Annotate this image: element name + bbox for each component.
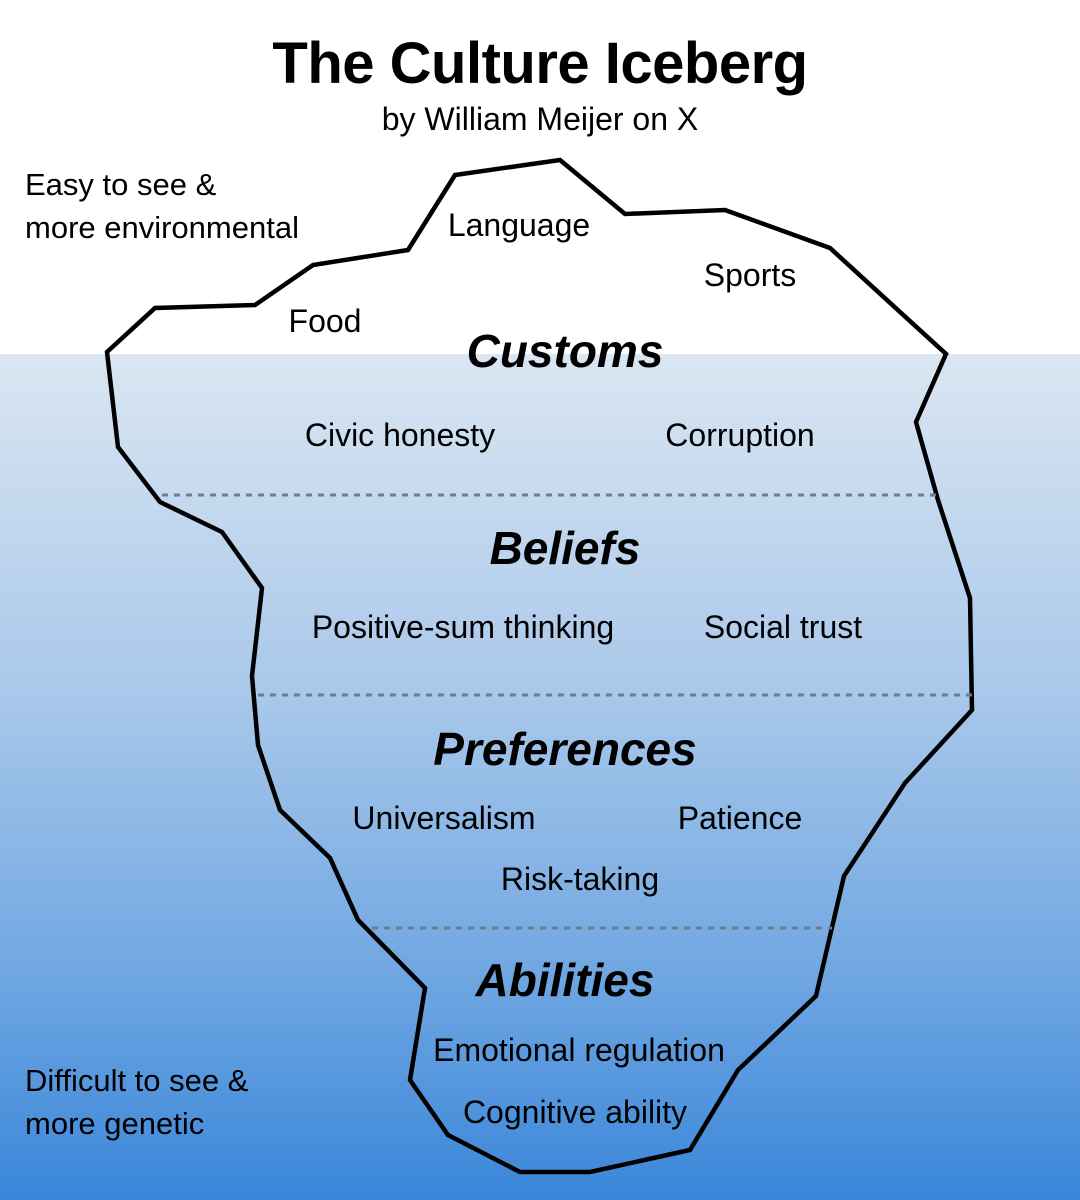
item-food: Food [288, 303, 362, 339]
item-social-trust: Social trust [703, 609, 863, 645]
item-positive-sum-thinking: Positive-sum thinking [311, 609, 615, 645]
note-bottom-line-2: more genetic [25, 1106, 205, 1141]
note-top-line-1: Easy to see & [25, 167, 217, 202]
layer-preferences: Preferences [433, 723, 697, 775]
note-easy-to-see: Easy to see & more environmental [25, 163, 299, 249]
item-emotional-regulation: Emotional regulation [433, 1032, 725, 1068]
layer-beliefs: Beliefs [489, 522, 641, 574]
diagram-title: The Culture Iceberg [272, 31, 808, 96]
note-bottom-line-1: Difficult to see & [25, 1063, 249, 1098]
iceberg-outline [104, 157, 975, 1175]
note-difficult-to-see: Difficult to see & more genetic [25, 1059, 248, 1145]
layer-abilities: Abilities [475, 954, 655, 1006]
item-language: Language [447, 207, 591, 243]
item-corruption: Corruption [665, 417, 815, 453]
item-cognitive-ability: Cognitive ability [462, 1094, 688, 1130]
diagram-subtitle: by William Meijer on X [381, 101, 699, 137]
item-universalism: Universalism [352, 800, 536, 836]
item-risk-taking: Risk-taking [500, 861, 660, 897]
note-top-line-2: more environmental [25, 210, 299, 245]
layer-customs: Customs [466, 325, 664, 377]
item-patience: Patience [677, 800, 803, 836]
item-civic-honesty: Civic honesty [304, 417, 496, 453]
item-sports: Sports [703, 257, 797, 293]
